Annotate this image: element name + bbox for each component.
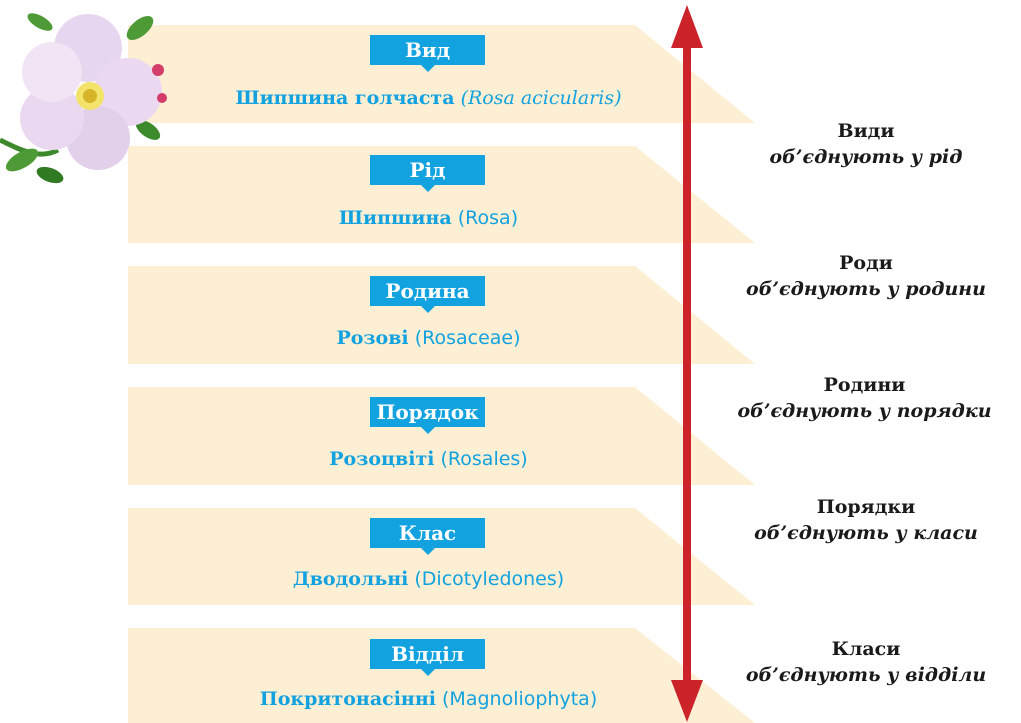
rule-poryadky-text: об’єднують у класи [754,522,978,544]
rule-vydy-title: Види [837,120,895,142]
rule-poryadky-title: Порядки [816,496,916,518]
rule-vydy: Види об’єднують у рід [716,118,1016,170]
name-rodyna-lat: (Rosaceae) [414,327,521,349]
name-rodyna: Розові (Rosaceae) [196,327,661,349]
band-klas [128,508,755,605]
rule-rody-text: об’єднують у родини [746,278,986,300]
name-rid: Шипшина (Rosa) [196,207,661,229]
name-poryadok: Розоцвіті (Rosales) [196,448,661,470]
rose-flower-image [0,13,167,184]
tag-viddil: Відділ [370,639,485,676]
name-klas-lat: (Dicotyledones) [414,568,565,590]
name-viddil-lat: (Magnoliophyta) [442,688,598,710]
name-vid-uk: Шипшина голчаста [235,87,455,109]
tag-vid: Вид [370,35,485,72]
rule-klasy: Класи об’єднують у відділи [716,636,1016,688]
rule-rody-title: Роди [839,252,893,274]
tag-klas: Клас [370,518,485,555]
tag-rid: Рід [370,155,485,192]
name-poryadok-uk: Розоцвіті [329,448,435,470]
name-rid-uk: Шипшина [338,207,452,229]
rule-poryadky: Порядки об’єднують у класи [716,494,1016,546]
band-viddil [128,628,755,723]
name-viddil: Покритонасінні (Magnoliophyta) [196,688,661,710]
rule-rodyny-text: об’єднують у порядки [737,400,992,422]
name-vid: Шипшина голчаста (Rosa acicularis) [196,87,661,109]
band-poryadok [128,387,755,485]
band-rid [128,146,755,243]
tag-rodyna: Родина [370,276,485,313]
name-klas-uk: Дводольні [292,568,409,590]
band-vid [128,25,755,123]
rule-klasy-title: Класи [831,638,901,660]
name-rodyna-uk: Розові [336,327,409,349]
name-vid-lat: (Rosa acicularis) [460,87,622,109]
rule-vydy-text: об’єднують у рід [769,146,963,168]
name-viddil-uk: Покритонасінні [259,688,436,710]
tag-poryadok: Порядок [370,397,485,434]
rule-rodyny-title: Родини [823,374,906,396]
band-rodyna [128,266,755,364]
rule-rodyny: Родини об’єднують у порядки [708,372,1021,424]
name-poryadok-lat: (Rosales) [440,448,528,470]
double-arrow [671,5,703,722]
name-klas: Дводольні (Dicotyledones) [196,568,661,590]
name-rid-lat: (Rosa) [457,207,519,229]
rule-klasy-text: об’єднують у відділи [745,664,987,686]
rule-rody: Роди об’єднують у родини [716,250,1016,302]
